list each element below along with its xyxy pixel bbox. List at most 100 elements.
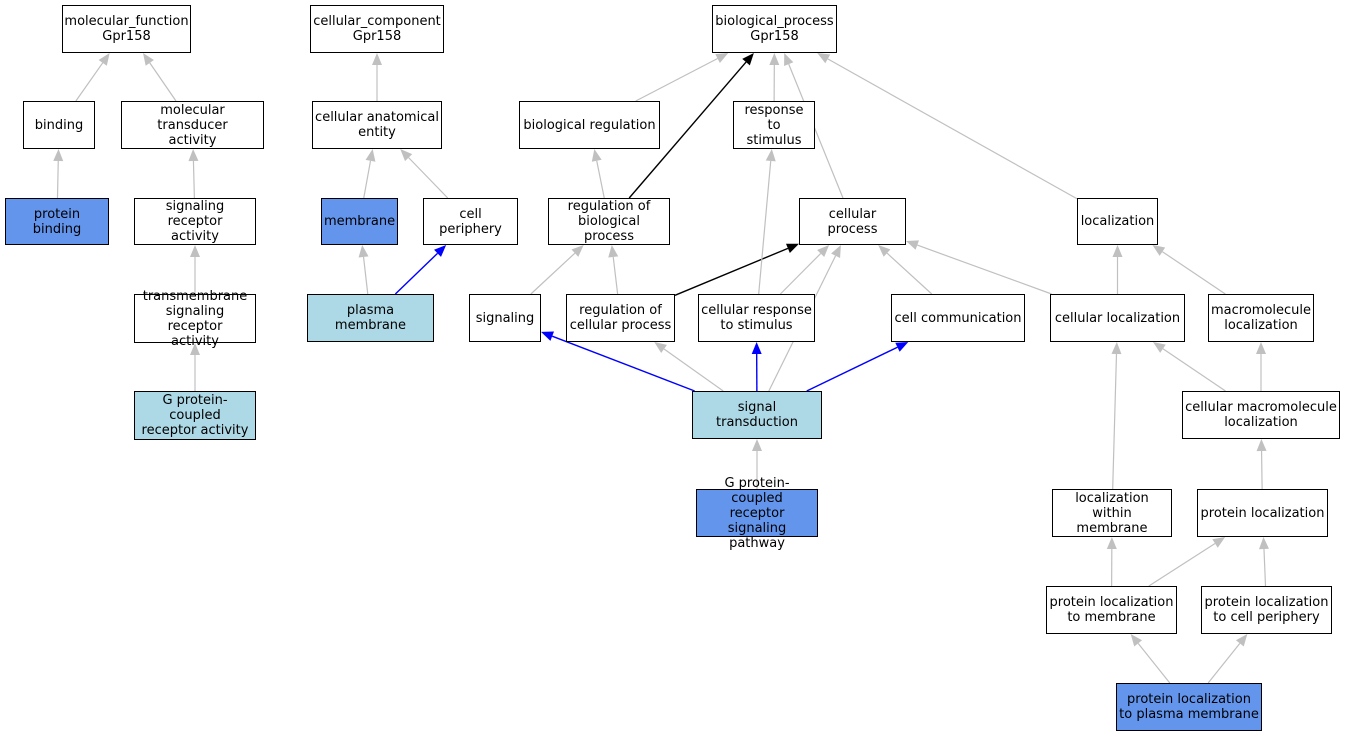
go-term-node-bp[interactable]: biological_process Gpr158	[712, 5, 837, 53]
edge-binding-to-mf	[75, 62, 104, 102]
go-term-node-signaling[interactable]: signaling	[469, 294, 541, 342]
go-term-node-ccomm[interactable]: cell communication	[891, 294, 1025, 342]
go-term-node-cloc[interactable]: cellular localization	[1050, 294, 1185, 342]
edge-pmem-to-cperiph	[394, 252, 438, 295]
edge-stx-to-ccomm	[806, 346, 898, 392]
arrowhead-cmloc-to-cloc	[1153, 342, 1166, 353]
arrowhead-stx-to-rcp	[654, 342, 667, 354]
edge-rbp-to-breg	[596, 160, 605, 199]
go-term-node-loc[interactable]: localization	[1077, 198, 1158, 245]
edge-cperiph-to-cae	[408, 157, 449, 199]
arrowhead-crts-to-rts	[765, 149, 776, 162]
arrowhead-ccomm-to-cproc	[878, 245, 891, 257]
go-term-node-mf[interactable]: molecular_function Gpr158	[62, 5, 191, 53]
go-term-node-pltm[interactable]: protein localization to membrane	[1046, 586, 1177, 634]
arrowhead-stx-to-crts	[751, 342, 762, 355]
edge-mloc-to-loc	[1162, 251, 1226, 295]
arrowhead-cmloc-to-mloc	[1256, 342, 1266, 354]
go-term-node-rcp[interactable]: regulation of cellular process	[566, 294, 675, 342]
edge-crts-to-cproc	[779, 253, 822, 295]
go-term-node-pltpm[interactable]: protein localization to plasma membrane	[1116, 683, 1262, 731]
arrowhead-ploc-to-cmloc	[1256, 439, 1267, 452]
edge-cmloc-to-cloc	[1162, 348, 1226, 392]
edge-breg-to-bp	[635, 57, 718, 102]
go-term-node-cae[interactable]: cellular anatomical entity	[312, 101, 442, 149]
go-term-node-mta[interactable]: molecular transducer activity	[121, 101, 264, 149]
arrowhead-lwm-to-cloc	[1111, 342, 1122, 355]
go-term-node-rts[interactable]: response to stimulus	[733, 101, 815, 149]
edge-stx-to-rcp	[663, 348, 724, 392]
arrowhead-cae-to-cc	[372, 53, 382, 65]
edge-pltpm-to-pltm	[1137, 643, 1171, 684]
go-term-node-rbp[interactable]: regulation of biological process	[548, 198, 670, 245]
edge-pltcp-to-ploc	[1263, 548, 1267, 587]
go-term-node-breg[interactable]: biological regulation	[519, 101, 660, 149]
edge-pmem-to-membrane	[362, 256, 369, 295]
go-term-node-mloc[interactable]: macromolecule localization	[1208, 294, 1314, 342]
go-term-node-lwm[interactable]: localization within membrane	[1052, 489, 1172, 537]
arrowhead-tsra-to-sra	[190, 245, 200, 257]
go-term-node-gpcrsp[interactable]: G protein-coupled receptor signaling pat…	[696, 476, 818, 551]
go-term-node-pbind[interactable]: protein binding	[5, 198, 109, 245]
go-term-node-crts[interactable]: cellular response to stimulus	[698, 294, 815, 342]
arrowhead-cloc-to-loc	[1112, 245, 1123, 257]
arrowhead-breg-to-bp	[715, 53, 729, 63]
edge-sra-to-mta	[192, 160, 195, 199]
arrowhead-cproc-to-bp	[784, 53, 794, 66]
arrowhead-pltpm-to-pltcp	[1235, 634, 1248, 647]
arrowhead-mloc-to-loc	[1152, 245, 1166, 256]
go-term-node-ploc[interactable]: protein localization	[1197, 489, 1328, 537]
edge-membrane-to-cae	[363, 160, 372, 199]
edge-ccomm-to-cproc	[886, 252, 933, 295]
arrowhead-loc-to-bp	[817, 53, 831, 64]
edge-ploc-to-cmloc	[1260, 450, 1263, 490]
go-term-node-binding[interactable]: binding	[23, 101, 95, 149]
edge-cproc-to-bp	[788, 63, 844, 199]
arrowhead-gpcrsp-to-stx	[752, 439, 762, 451]
edge-pltm-to-ploc	[1148, 542, 1216, 587]
arrowhead-sra-to-mta	[188, 149, 199, 162]
arrowhead-pltpm-to-pltm	[1130, 634, 1143, 647]
go-term-node-cproc[interactable]: cellular process	[799, 198, 906, 245]
edge-mta-to-mf	[149, 62, 177, 102]
go-term-node-stx[interactable]: signal transduction	[692, 391, 822, 439]
edge-crts-to-rts	[758, 160, 772, 295]
arrowhead-rbp-to-bp	[742, 53, 754, 66]
arrowhead-pltm-to-lwm	[1106, 537, 1117, 550]
arrowhead-pmem-to-cperiph	[434, 245, 447, 257]
arrowhead-crts-to-cproc	[817, 245, 830, 258]
arrowhead-signaling-to-rbp	[571, 245, 584, 257]
edge-stx-to-signaling	[551, 335, 695, 392]
arrowhead-rbp-to-breg	[591, 149, 602, 162]
arrowhead-rts-to-bp	[769, 53, 780, 66]
go-term-node-cmloc[interactable]: cellular macromolecule localization	[1182, 391, 1340, 439]
arrowhead-stx-to-signaling	[541, 331, 554, 341]
edge-loc-to-bp	[827, 58, 1078, 200]
arrowhead-gpcra-to-tsra	[190, 343, 200, 355]
arrowhead-pbind-to-binding	[53, 149, 64, 162]
edge-layer	[53, 53, 1269, 684]
go-term-node-cc[interactable]: cellular_component Gpr158	[310, 5, 444, 53]
arrowhead-rcp-to-cproc	[786, 243, 799, 253]
arrowhead-cperiph-to-cae	[400, 149, 413, 162]
go-term-node-sra[interactable]: signaling receptor activity	[134, 198, 256, 245]
arrowhead-rcp-to-rbp	[608, 245, 619, 258]
edge-cloc-to-cproc	[917, 244, 1052, 295]
arrowhead-stx-to-ccomm	[895, 342, 909, 352]
arrowhead-cloc-to-cproc	[906, 240, 919, 250]
go-term-node-gpcra[interactable]: G protein-coupled receptor activity	[134, 391, 256, 440]
edge-pbind-to-binding	[56, 160, 59, 199]
edge-signaling-to-rbp	[530, 252, 576, 295]
edge-pltpm-to-pltcp	[1207, 643, 1241, 684]
go-term-node-pltcp[interactable]: protein localization to cell periphery	[1201, 586, 1332, 634]
go-term-node-tsra[interactable]: transmembrane signaling receptor activit…	[134, 289, 256, 349]
arrowhead-mta-to-mf	[143, 53, 154, 66]
go-term-node-membrane[interactable]: membrane	[321, 198, 398, 245]
arrowhead-pmem-to-membrane	[358, 245, 369, 258]
go-term-node-pmem[interactable]: plasma membrane	[307, 294, 434, 342]
arrowhead-stx-to-cproc	[831, 245, 841, 258]
arrowhead-binding-to-mf	[98, 53, 110, 66]
edge-rcp-to-cproc	[674, 247, 789, 296]
go-term-node-cperiph[interactable]: cell periphery	[423, 198, 518, 245]
